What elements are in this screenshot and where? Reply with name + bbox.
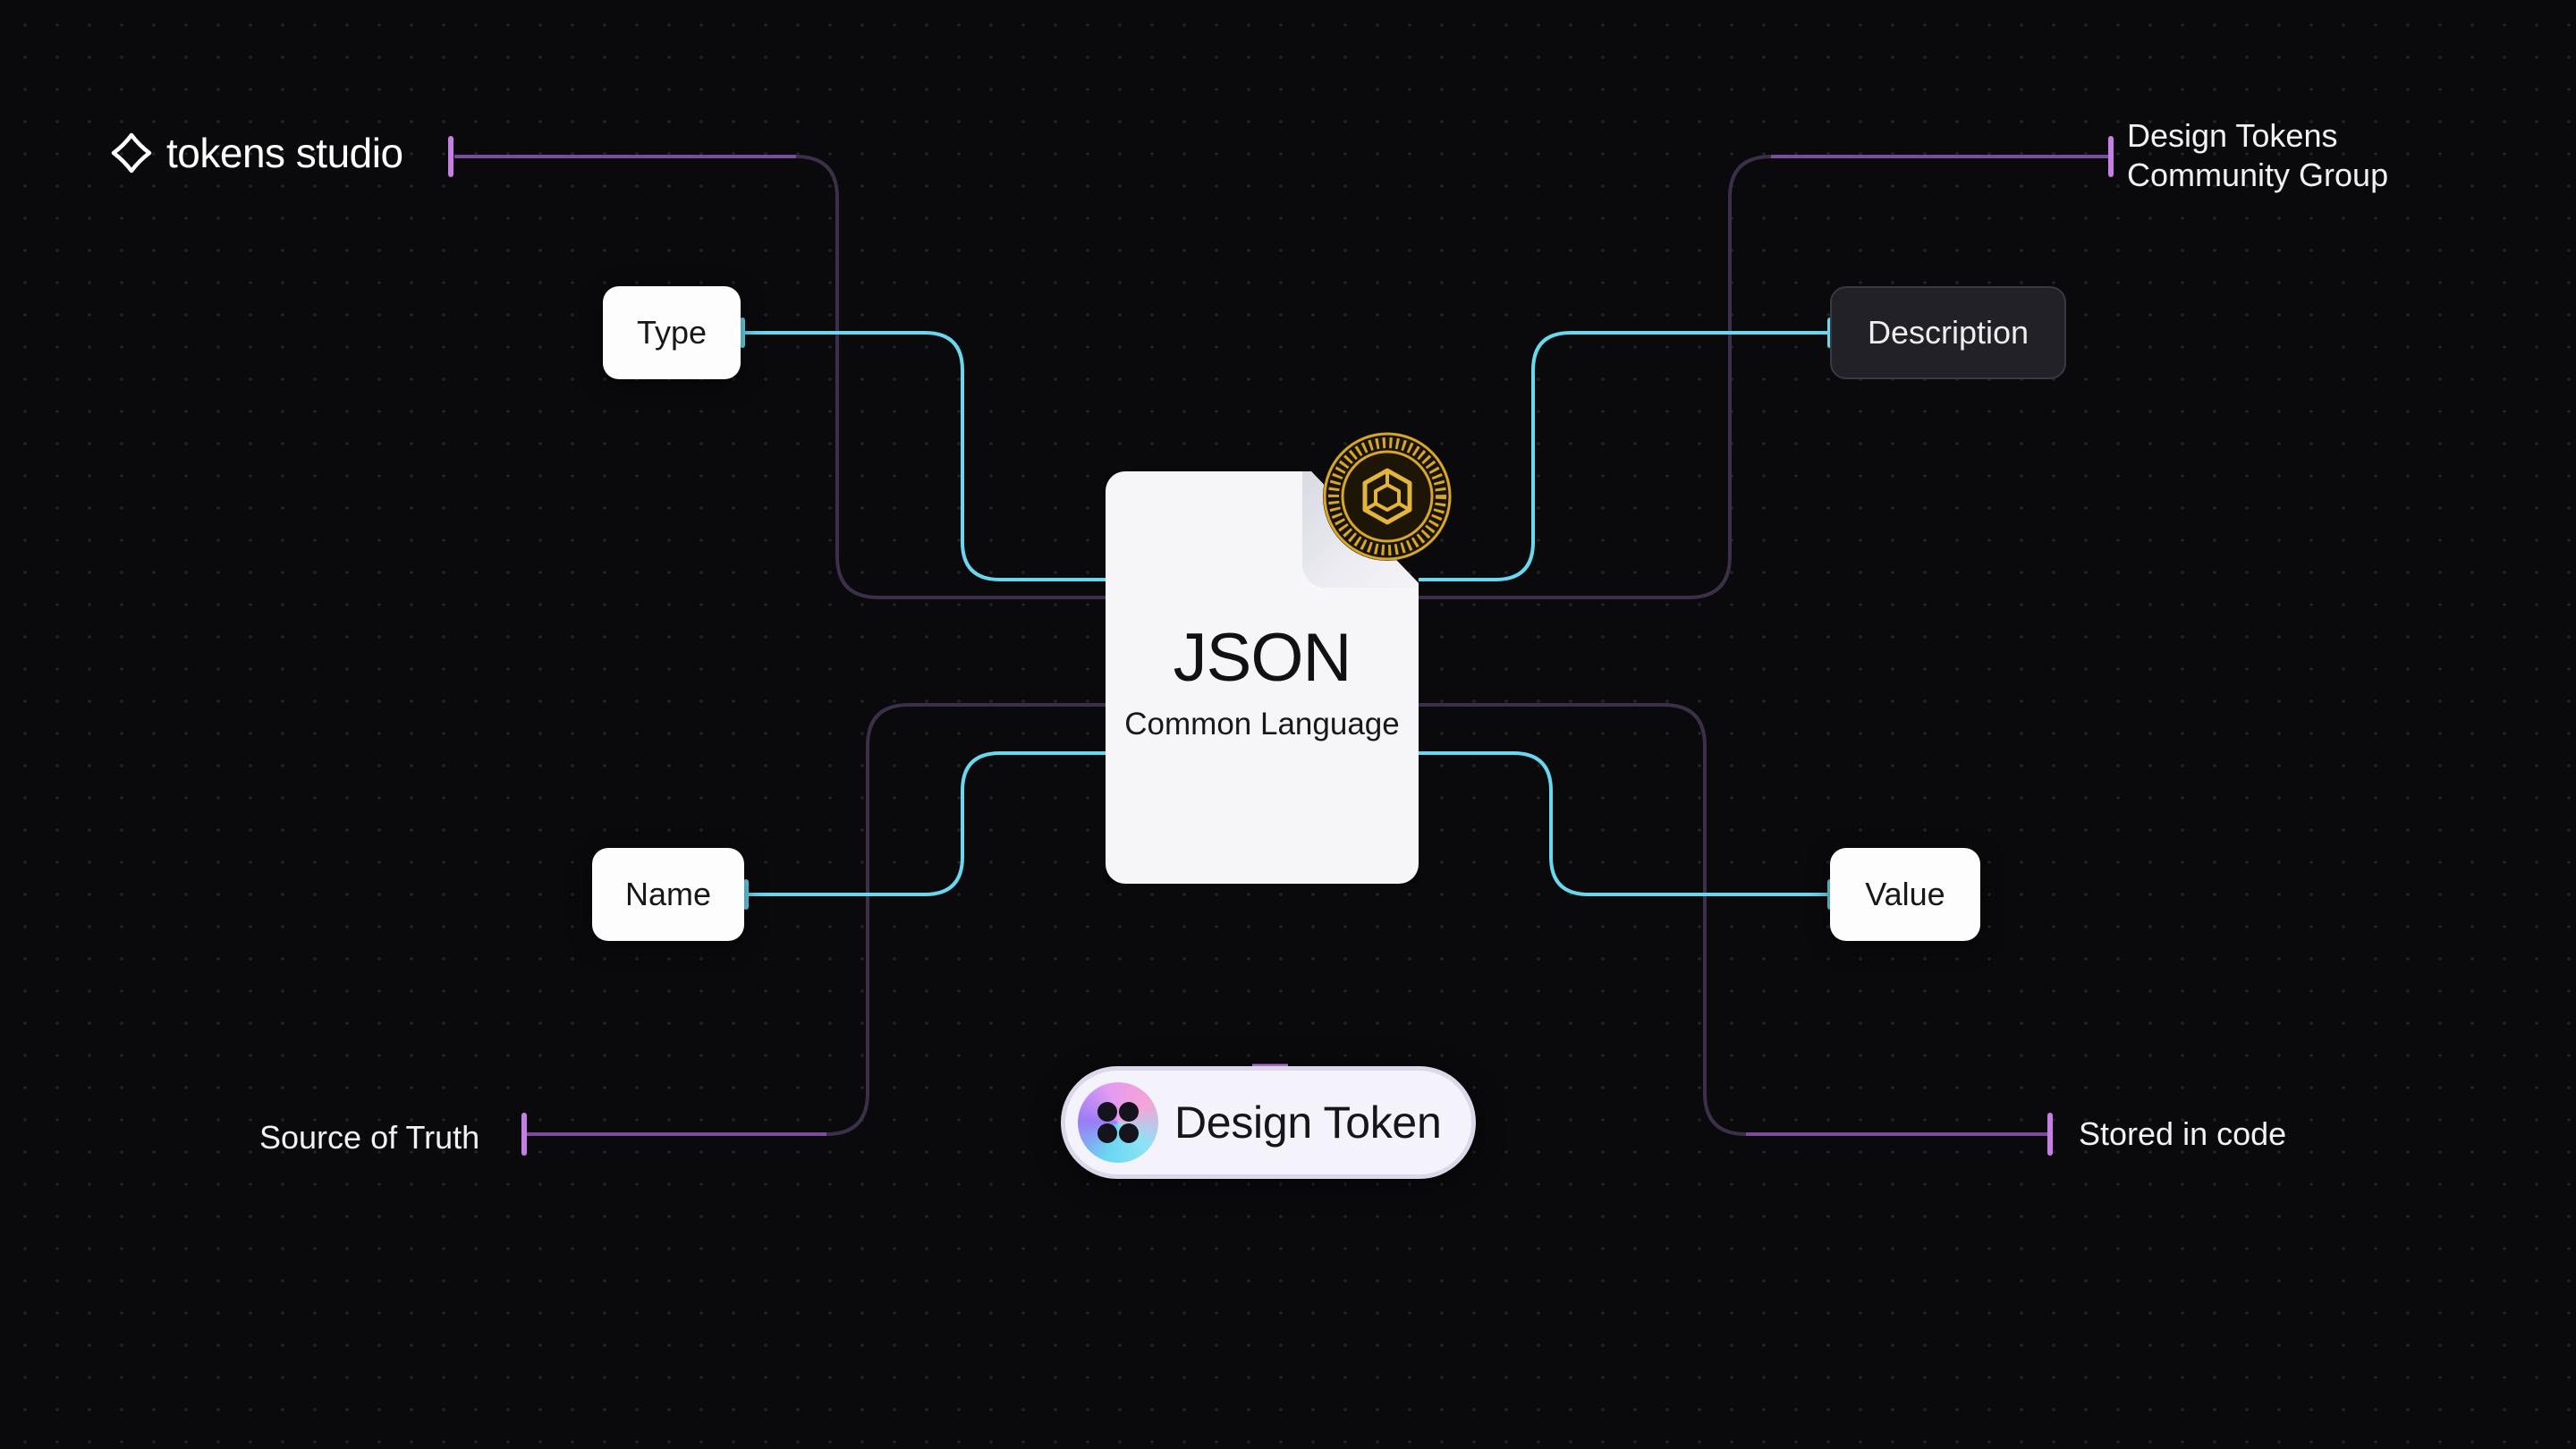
w3c-community-group-badge-icon	[1323, 432, 1452, 561]
design-token-pill[interactable]: Design Token	[1061, 1066, 1476, 1179]
type-node[interactable]: Type	[603, 286, 741, 379]
source-to-doc-dim-line	[522, 703, 1106, 1136]
description-node[interactable]: Description	[1830, 286, 2066, 379]
brand-name: tokens studio	[166, 130, 403, 176]
name-connector	[746, 751, 1106, 896]
description-connector	[1419, 331, 1830, 581]
brand-to-doc-dim-line	[454, 155, 1106, 599]
stored-to-doc-dim-line	[1419, 703, 2050, 1136]
design-token-icon	[1078, 1082, 1158, 1163]
document-title: JSON	[1173, 620, 1352, 696]
community-group-label-line2: Community Group	[2127, 157, 2389, 193]
document-subtitle: Common Language	[1124, 707, 1400, 741]
design-token-label: Design Token	[1174, 1097, 1442, 1148]
tokens-studio-logo-icon	[111, 132, 152, 174]
type-connector	[742, 331, 1106, 581]
name-node[interactable]: Name	[592, 848, 744, 941]
community-group-label-line1: Design Tokens	[2127, 117, 2338, 154]
community-to-doc-dim-line	[1419, 155, 2109, 599]
source-of-truth-label: Source of Truth	[259, 1119, 480, 1156]
community-group-label: Design Tokens Community Group	[2127, 116, 2388, 195]
brand-logo[interactable]: tokens studio	[109, 129, 403, 177]
stored-in-code-label: Stored in code	[2079, 1115, 2287, 1152]
value-node[interactable]: Value	[1830, 848, 1980, 941]
value-connector	[1419, 751, 1830, 896]
